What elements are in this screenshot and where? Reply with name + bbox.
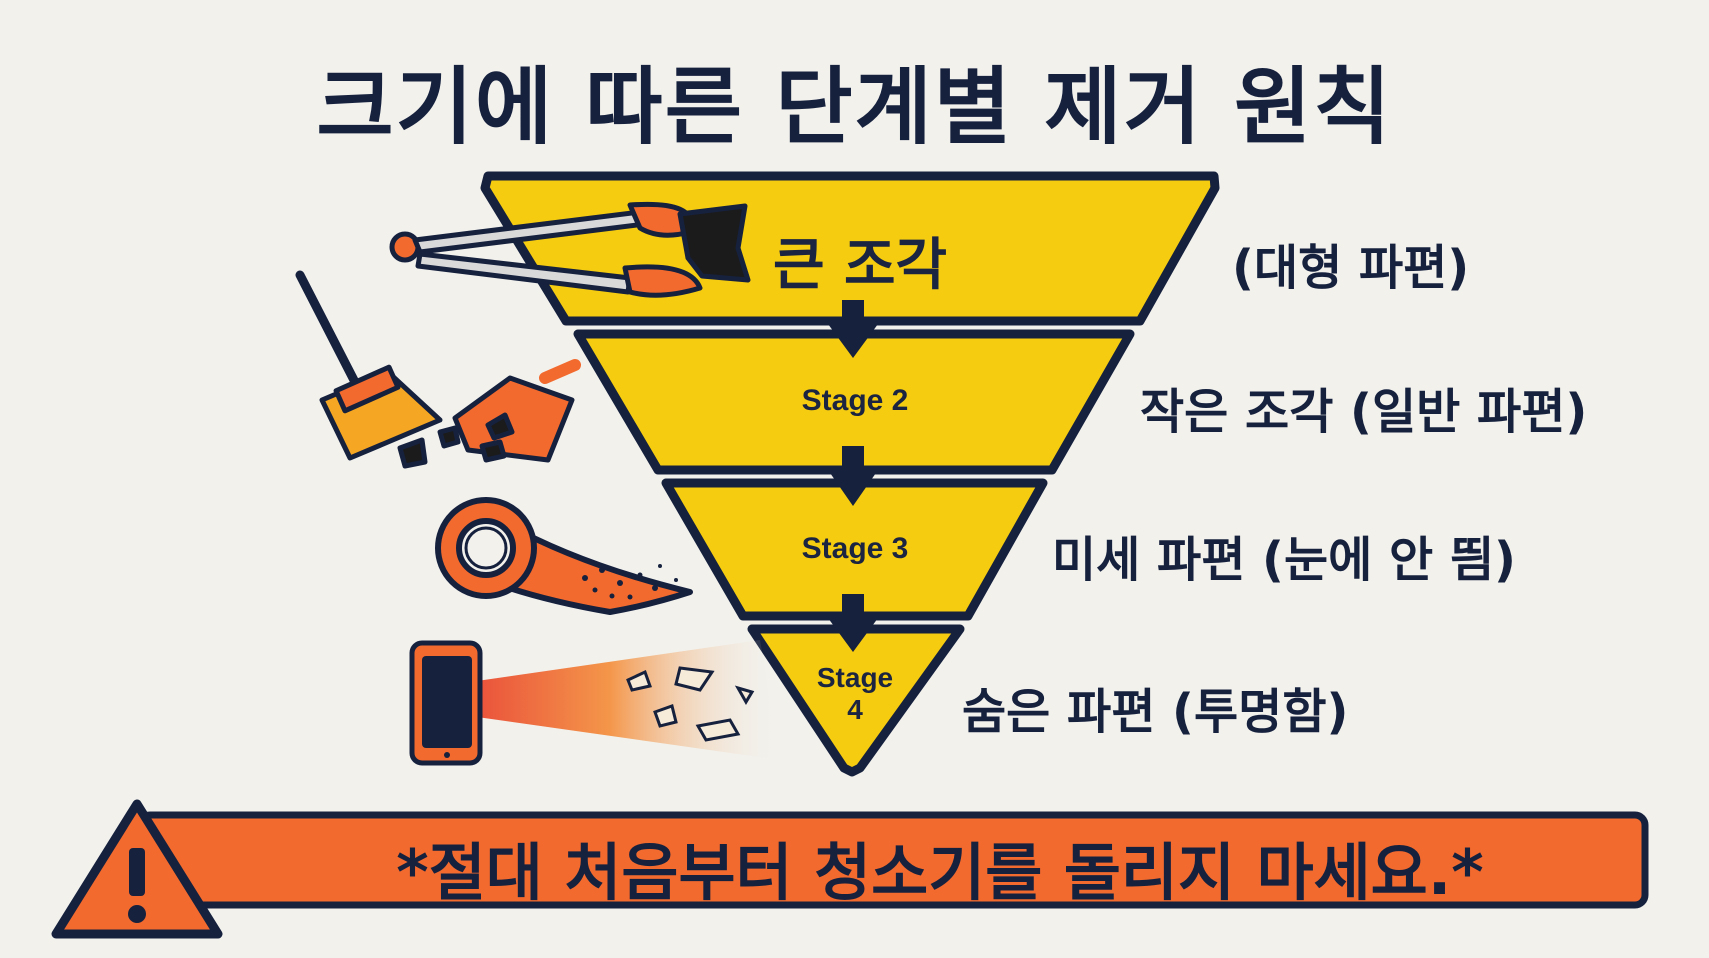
- tongs-icon: [389, 201, 751, 298]
- arrow-down-icon: [828, 594, 878, 652]
- stage-4-description: 숨은 파편 (투명함): [962, 684, 1349, 740]
- funnel-band-3: [661, 478, 1048, 621]
- stage-3-description: 미세 파편 (눈에 안 띔): [1052, 532, 1516, 588]
- stage-1-label: 큰 조각: [772, 233, 948, 298]
- stage-4-label: Stage 4: [816, 662, 894, 725]
- stage-3-label: Stage 3: [801, 532, 909, 565]
- flow-arrows: [828, 300, 878, 652]
- phone-flashlight-icon: [409, 640, 780, 766]
- arrow-down-icon: [828, 446, 878, 506]
- stage-2-description: 작은 조각 (일반 파편): [1140, 384, 1588, 440]
- broom-dustpan-icon: [295, 270, 581, 469]
- page-title: 크기에 따른 단계별 제거 원칙: [316, 58, 1393, 156]
- funnel-band-2: [573, 329, 1135, 475]
- warning-icon: [51, 799, 223, 939]
- warning-banner: [51, 799, 1649, 939]
- tape-roll-icon: [435, 497, 693, 615]
- warning-text: *절대 처음부터 청소기를 돌리지 마세요.*: [396, 836, 1484, 909]
- arrow-down-icon: [828, 300, 878, 358]
- stage-2-label: Stage 2: [801, 384, 909, 417]
- funnel-band-4: [747, 624, 965, 777]
- stage-1-description: (대형 파편): [1232, 240, 1470, 296]
